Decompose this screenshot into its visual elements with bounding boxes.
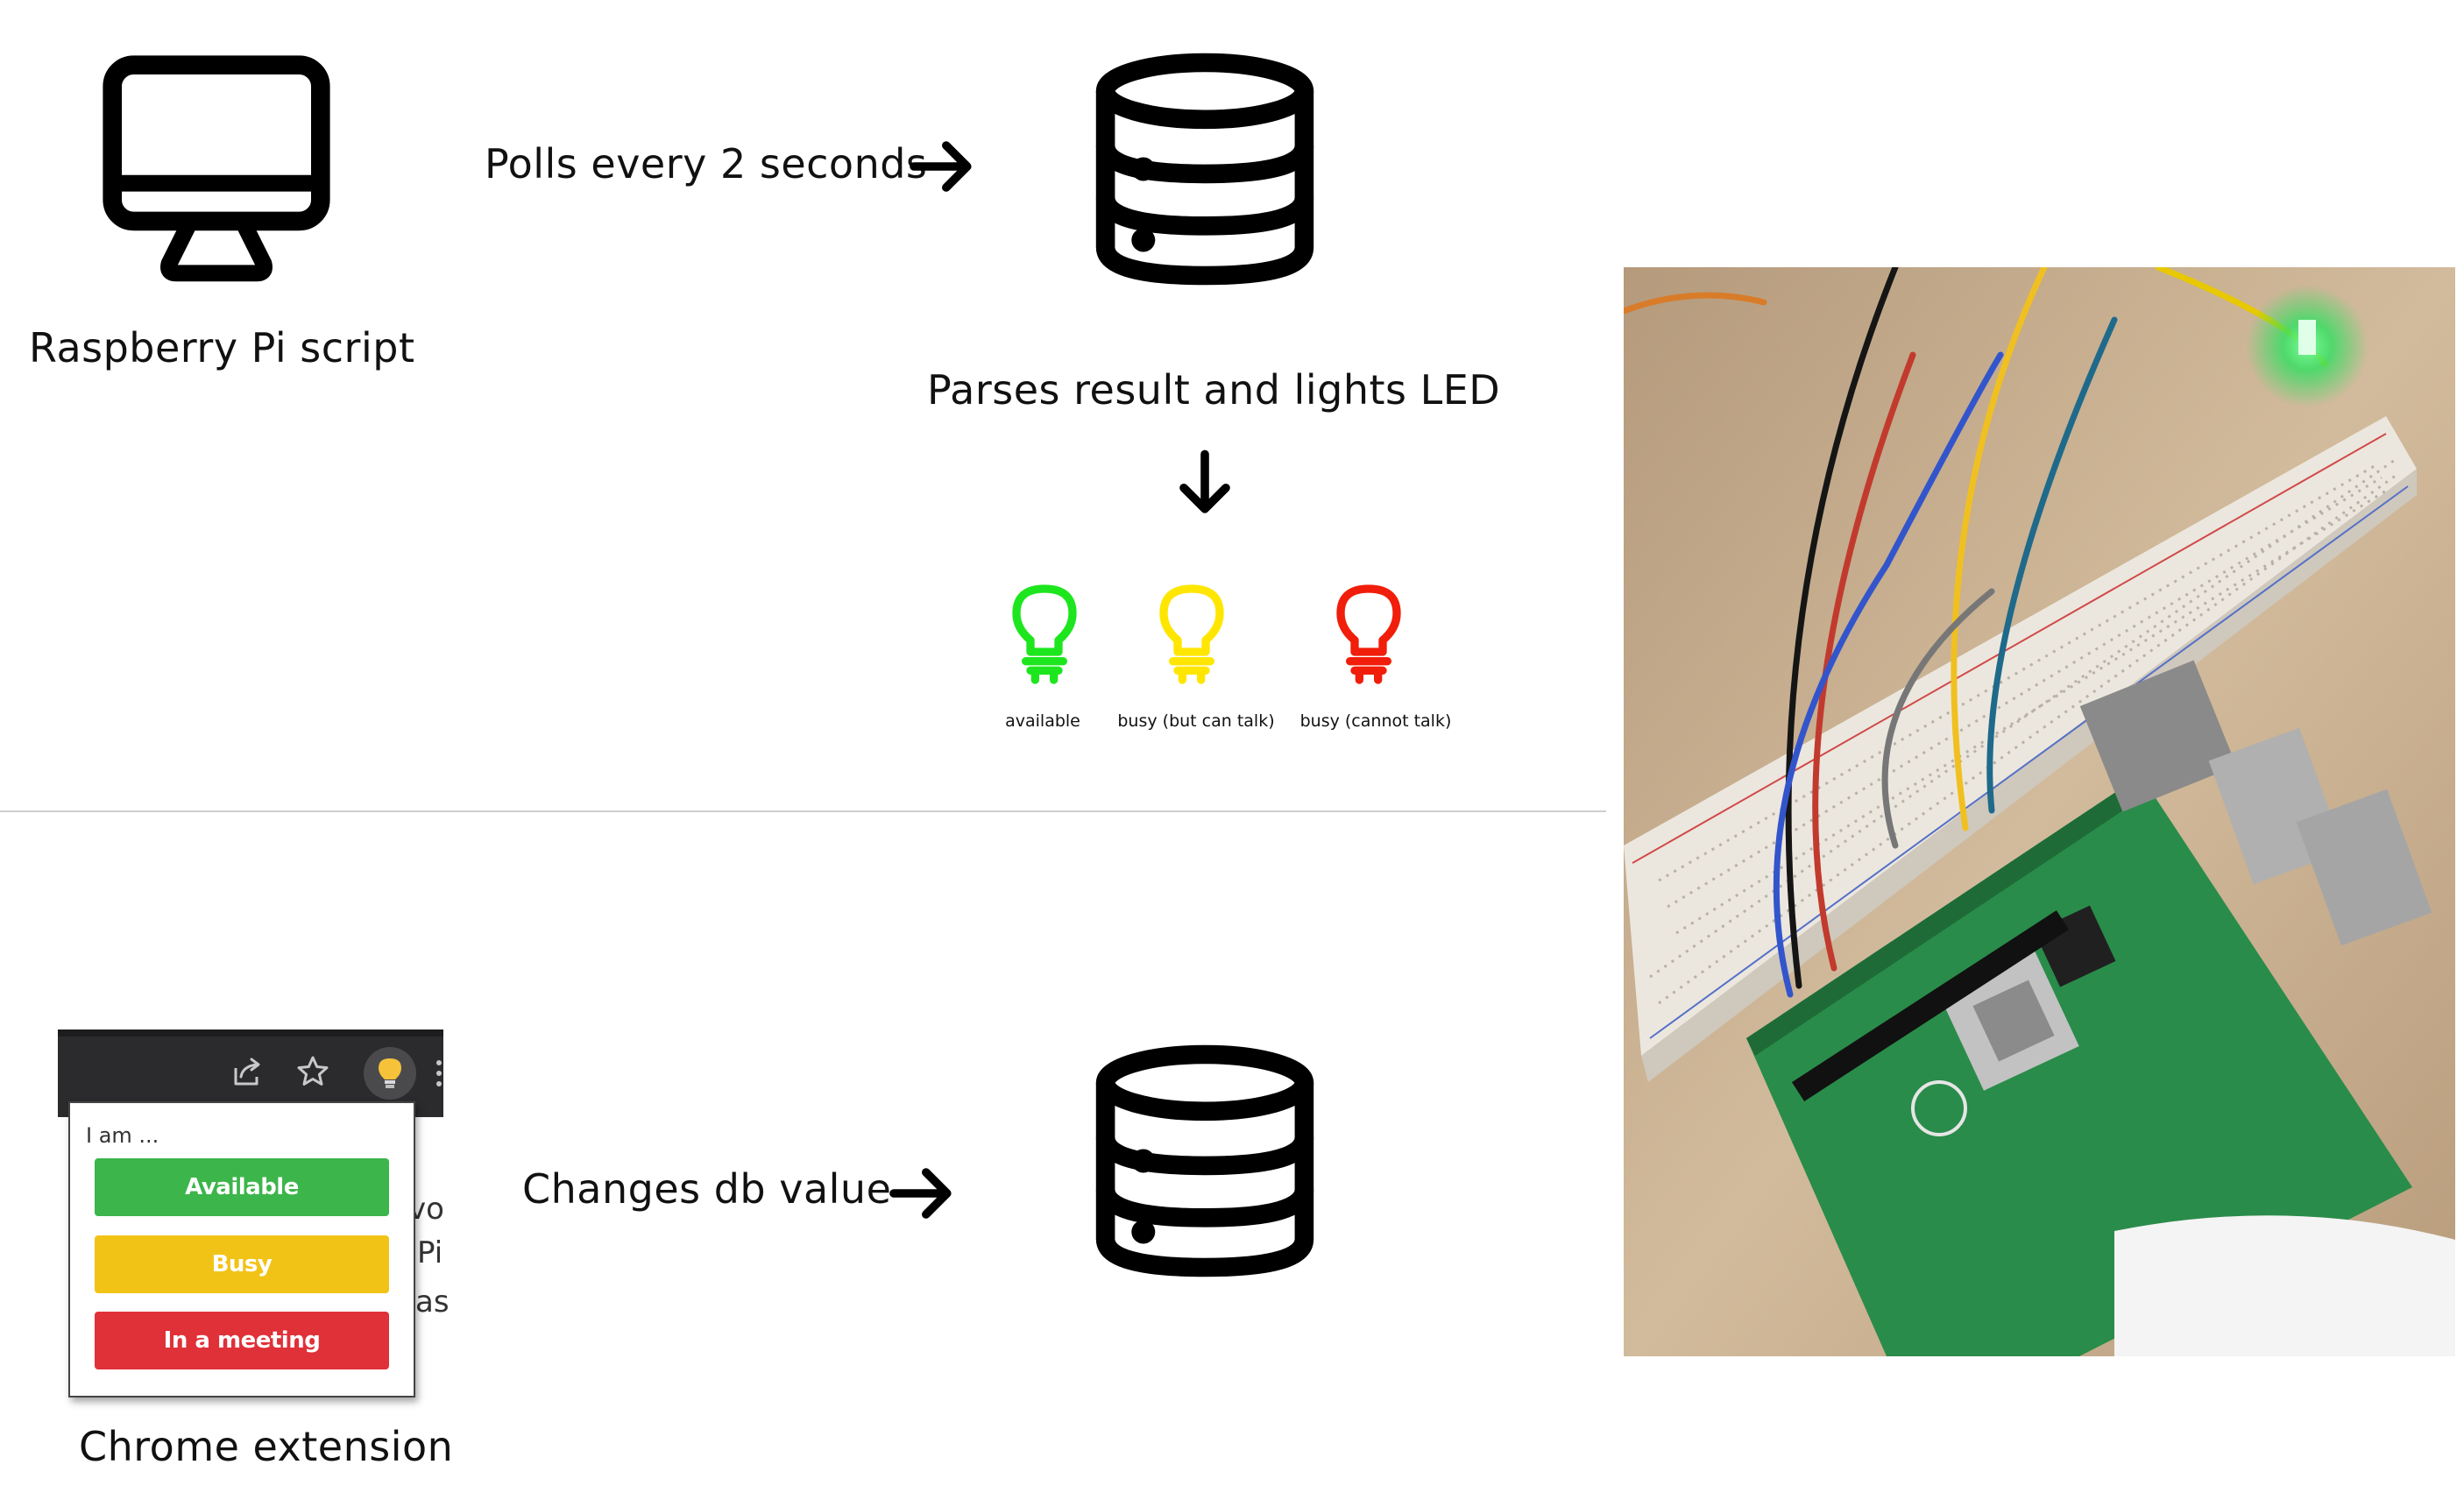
green-lightbulb-icon — [1012, 584, 1077, 684]
busy-button[interactable]: Busy — [95, 1235, 389, 1293]
right-arrow-icon — [910, 141, 972, 192]
led-caption-busy-can-talk: busy (but can talk) — [1117, 711, 1275, 731]
led-caption-busy-cannot-talk: busy (cannot talk) — [1299, 711, 1452, 731]
raspberry-pi-breadboard-photo — [1624, 267, 2455, 1356]
in-a-meeting-button[interactable]: In a meeting — [95, 1312, 389, 1369]
available-button[interactable]: Available — [95, 1158, 389, 1216]
database-icon — [1095, 1044, 1314, 1277]
red-lightbulb-icon — [1336, 584, 1401, 684]
yellow-lightbulb-icon — [1159, 584, 1224, 684]
polls-every-2-seconds-label: Polls every 2 seconds — [485, 140, 928, 188]
parses-result-label: Parses result and lights LED — [927, 366, 1501, 414]
star-icon[interactable] — [295, 1054, 330, 1089]
background-page-text: as — [415, 1284, 450, 1320]
database-icon — [1095, 53, 1314, 286]
lightbulb-icon — [379, 1058, 401, 1088]
chrome-extension-label: Chrome extension — [79, 1423, 454, 1470]
raspberry-pi-script-label: Raspberry Pi script — [29, 324, 415, 371]
monitor-icon — [103, 55, 330, 282]
more-menu-icon[interactable] — [435, 1056, 443, 1091]
changes-db-value-label: Changes db value — [522, 1165, 892, 1213]
share-icon[interactable] — [230, 1054, 266, 1089]
background-page-text: Pi — [417, 1235, 443, 1270]
led-caption-available: available — [1005, 711, 1080, 731]
section-divider — [0, 810, 1606, 812]
popup-heading: I am ... — [86, 1123, 159, 1148]
right-arrow-icon — [889, 1168, 952, 1219]
down-arrow-icon — [1179, 449, 1230, 513]
